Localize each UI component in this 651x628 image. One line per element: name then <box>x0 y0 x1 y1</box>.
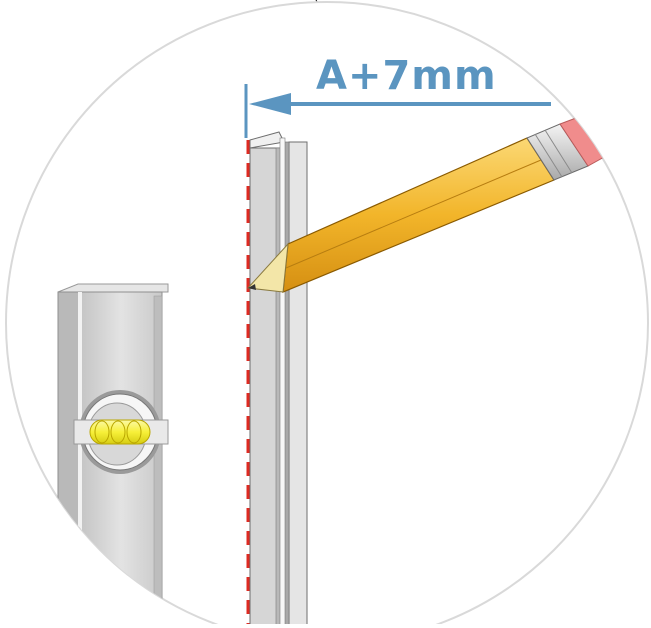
dimension-label: A+7mm <box>316 53 497 99</box>
wall-profile-icon <box>249 131 308 628</box>
level-bubble <box>89 419 151 445</box>
dimension-arrow-icon <box>244 84 551 138</box>
pencil-icon <box>246 117 607 293</box>
spirit-level-icon <box>57 283 169 628</box>
